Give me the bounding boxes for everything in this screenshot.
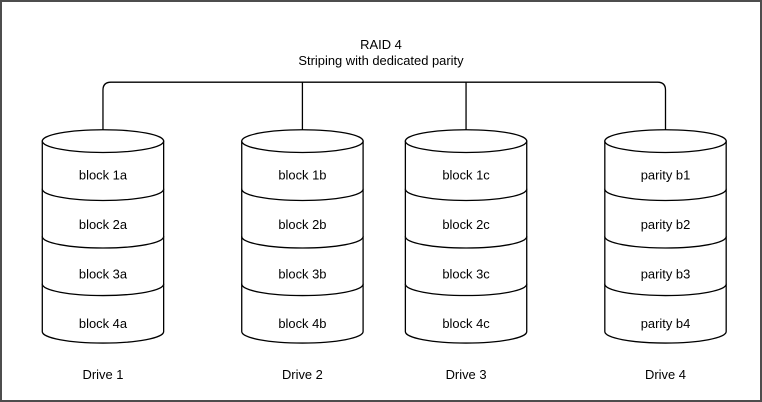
drive-4: parity b1 parity b2 parity b3 parity b4 …	[604, 129, 727, 382]
block-label: block 4c	[442, 316, 490, 331]
drive-cylinder-divider	[404, 283, 528, 297]
drive-2: block 1b block 2b block 3b block 4b Driv…	[241, 129, 364, 382]
block-label: block 2b	[278, 217, 326, 232]
drive-cylinder-top	[41, 129, 165, 154]
drive-cylinder-divider	[604, 235, 727, 249]
drive-cylinder-divider	[604, 188, 727, 202]
drive-label: Drive 1	[82, 367, 123, 382]
block-label: block 1b	[278, 168, 326, 183]
block-label: block 3c	[442, 267, 490, 282]
drive-label: Drive 2	[282, 367, 323, 382]
drive-cylinder-divider	[404, 188, 528, 202]
block-label: block 2c	[442, 217, 490, 232]
diagram-subtitle: Striping with dedicated parity	[298, 53, 464, 68]
block-label: block 1a	[79, 168, 128, 183]
drive-3: block 1c block 2c block 3c block 4c Driv…	[404, 129, 528, 382]
block-label: parity b1	[641, 168, 691, 183]
bus-line	[102, 81, 667, 131]
block-label: parity b3	[641, 267, 691, 282]
block-label: block 2a	[79, 217, 128, 232]
block-label: block 4b	[278, 316, 326, 331]
drive-cylinder-divider	[404, 235, 528, 249]
drive-cylinder-divider	[241, 283, 364, 297]
drive-cylinder-top	[404, 129, 528, 154]
block-label: block 3a	[79, 267, 128, 282]
diagram-title: RAID 4	[360, 37, 402, 52]
drive-cylinder-divider	[41, 283, 165, 297]
drive-cylinder-divider	[241, 235, 364, 249]
drive-cylinder-top	[241, 129, 364, 154]
drive-cylinder-top	[604, 129, 727, 154]
drive-1: block 1a block 2a block 3a block 4a Driv…	[41, 129, 165, 382]
drive-cylinder-divider	[241, 188, 364, 202]
block-label: parity b2	[641, 217, 691, 232]
block-label: block 4a	[79, 316, 128, 331]
drive-cylinder-divider	[41, 235, 165, 249]
drive-cylinder-divider	[41, 188, 165, 202]
drive-cylinder-divider	[604, 283, 727, 297]
drive-label: Drive 4	[645, 367, 686, 382]
block-label: parity b4	[641, 316, 691, 331]
block-label: block 3b	[278, 267, 326, 282]
drive-label: Drive 3	[446, 367, 487, 382]
block-label: block 1c	[442, 168, 490, 183]
